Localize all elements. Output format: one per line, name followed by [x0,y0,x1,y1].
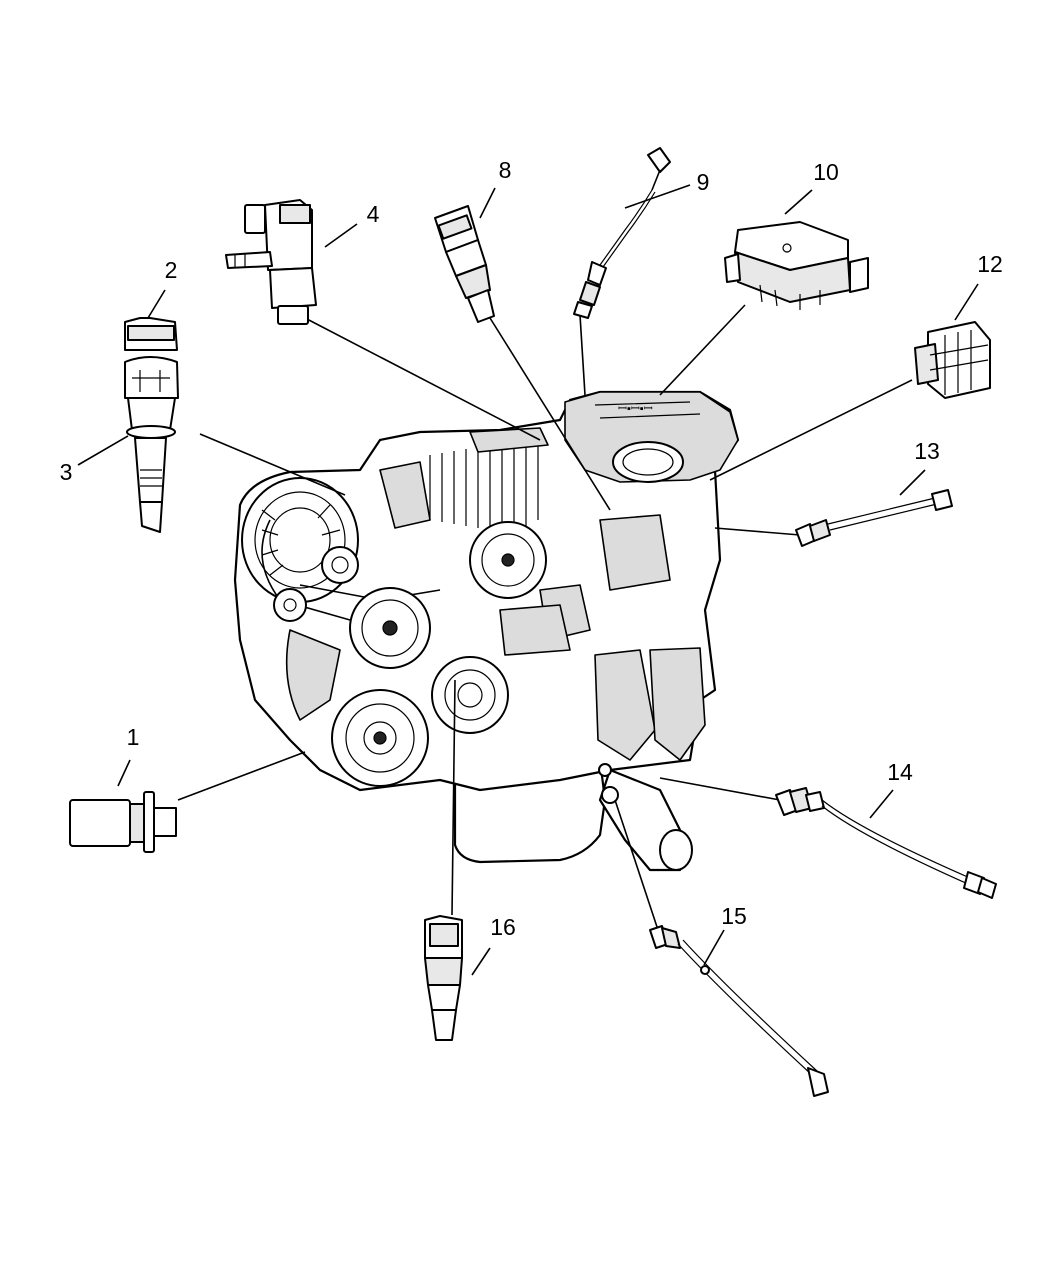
part-1-sensor [69,759,177,853]
callout-13: 13 [914,438,940,464]
leader-lines [177,304,913,937]
callout-14: 14 [887,759,913,785]
part-2-3-sensor [77,289,179,533]
part-14-sensor [775,787,997,899]
part-9-sensor [573,147,691,319]
callout-16: 16 [490,914,516,940]
part-12-sensor [914,283,991,399]
callout-8: 8 [499,157,512,183]
part-13-sensor [795,469,953,547]
svg-text:ꟷ▪ꟷ▪ꟷ: ꟷ▪ꟷ▪ꟷ [618,403,653,415]
callout-1: 1 [127,724,140,750]
part-16-sensor [424,915,491,1041]
callout-4: 4 [367,201,380,227]
pulleys [273,521,547,787]
part-8-sensor [434,187,496,323]
exhaust-manifold [594,647,706,872]
callout-3: 3 [60,459,73,485]
callout-15: 15 [721,903,747,929]
part-15-sensor [649,925,829,1097]
callout-9: 9 [697,169,710,195]
part-10-module [724,189,869,310]
callout-2: 2 [165,257,178,283]
engine-assembly: ꟷ▪ꟷ▪ꟷ [233,390,740,872]
callout-labels: 1 2 3 4 8 9 10 12 13 14 15 16 [60,157,1003,940]
callout-12: 12 [977,251,1003,277]
callout-10: 10 [813,159,839,185]
part-4-sensor [225,199,358,325]
